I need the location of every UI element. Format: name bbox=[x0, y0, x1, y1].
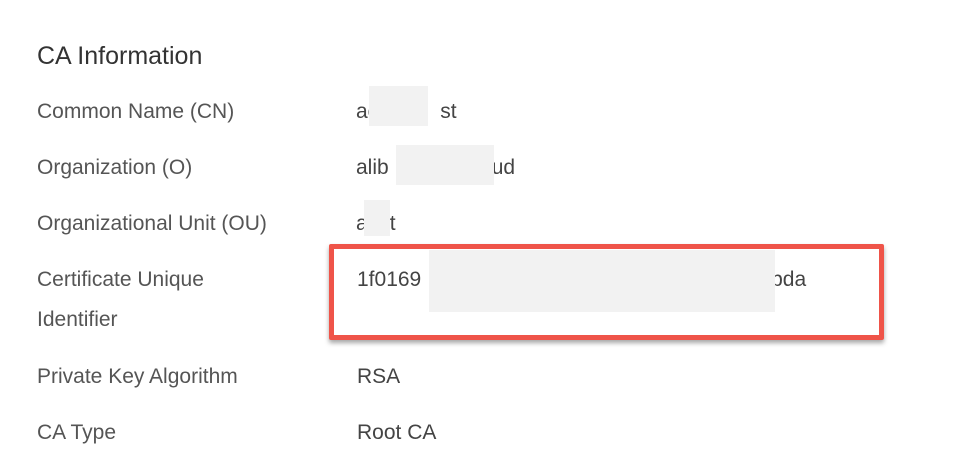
field-label-ca-type: CA Type bbox=[37, 421, 116, 444]
field-label-certificate-unique-identifier: Certificate Unique Identifier bbox=[37, 260, 327, 340]
highlight-box bbox=[329, 244, 884, 340]
field-value-private-key-algorithm: RSA bbox=[357, 365, 401, 388]
value-visible-start: alib bbox=[356, 156, 389, 179]
redaction-mask bbox=[364, 200, 390, 236]
field-label-common-name: Common Name (CN) bbox=[37, 100, 235, 123]
value-visible-end: ud bbox=[491, 156, 516, 179]
field-value-organization: alib ud bbox=[356, 148, 515, 188]
value-visible-end: st bbox=[440, 100, 457, 123]
label-line: Identifier bbox=[37, 308, 118, 331]
value-visible-start: a bbox=[356, 212, 368, 235]
field-label-organization: Organization (O) bbox=[37, 156, 193, 179]
section-title: CA Information bbox=[37, 42, 203, 70]
value-visible-end: t bbox=[389, 212, 396, 235]
value-visible-start: 1f0169 bbox=[357, 268, 422, 291]
redaction-mask bbox=[396, 145, 494, 185]
field-label-organizational-unit: Organizational Unit (OU) bbox=[37, 212, 267, 235]
field-label-private-key-algorithm: Private Key Algorithm bbox=[37, 365, 238, 388]
redaction-mask bbox=[369, 86, 428, 126]
redaction-mask bbox=[429, 250, 775, 312]
label-line: Certificate Unique bbox=[37, 268, 204, 291]
field-value-ca-type: Root CA bbox=[357, 421, 437, 444]
